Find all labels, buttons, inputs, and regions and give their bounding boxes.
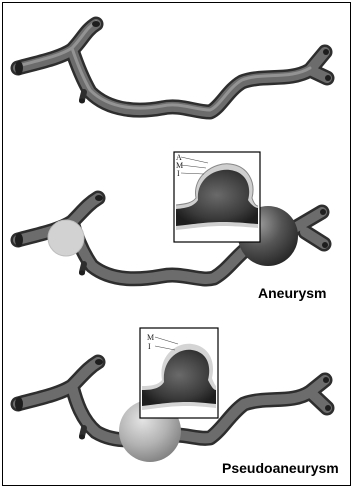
inset-layer-i: I (148, 342, 151, 351)
aneurysm-vessel (15, 195, 328, 279)
inset-layer-m: M (147, 333, 154, 342)
occluded-patch (48, 220, 84, 256)
pseudoaneurysm-label: Pseudoaneurysm (222, 460, 339, 476)
aneurysm-label: Aneurysm (258, 285, 326, 301)
normal-vessel (15, 21, 331, 112)
pseudoaneurysm-inset: M I (140, 328, 218, 418)
inset-layer-i: I (177, 169, 180, 178)
aneurysm-inset: A M I (174, 152, 260, 242)
